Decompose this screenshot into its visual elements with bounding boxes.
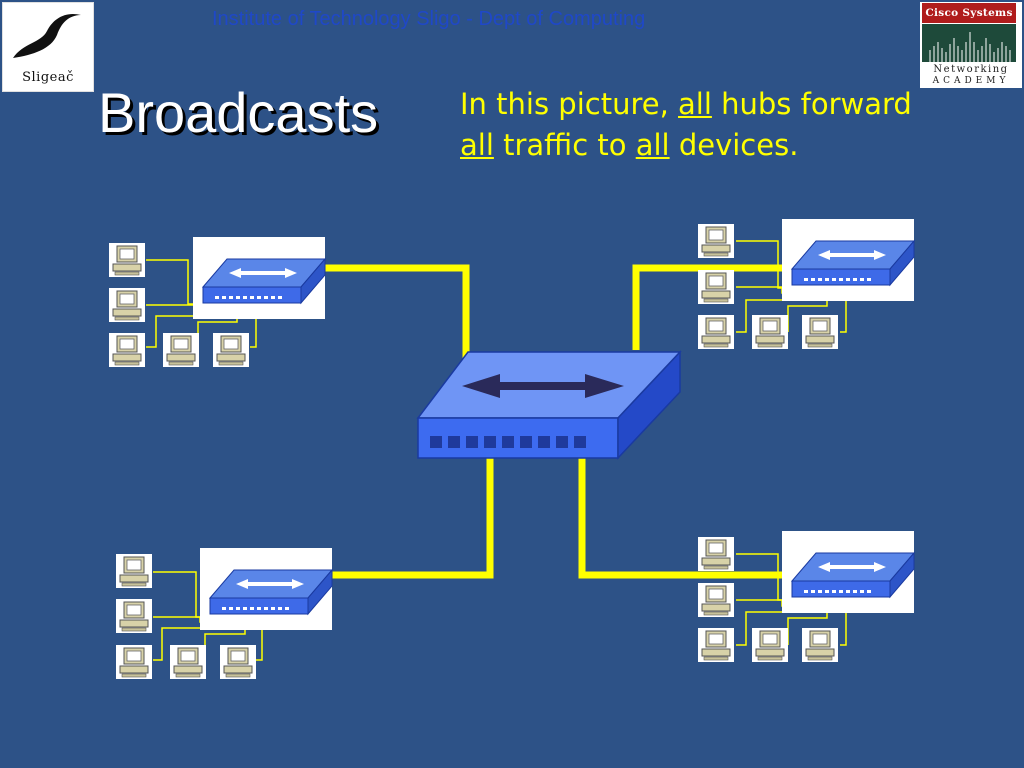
caption-part: hubs forward [711, 87, 912, 121]
central-hub [416, 350, 682, 460]
computer-icon [801, 627, 839, 663]
computer-icon [108, 287, 146, 323]
computer-icon [697, 269, 735, 305]
hub-icon [192, 236, 326, 320]
computer-icon [108, 332, 146, 368]
caption-part: traffic to [493, 128, 636, 162]
caption-emphasis: all [678, 87, 712, 121]
computer-icon [697, 314, 735, 350]
bidirectional-arrow-icon [462, 374, 624, 398]
computer-icon [115, 644, 153, 680]
cisco-logo: Cisco Systems Networking ACADEMY [920, 2, 1022, 88]
computer-icon [697, 223, 735, 259]
backbone-link [316, 264, 470, 370]
hub-icon [199, 547, 333, 631]
sligo-logo-text: Sligeač [22, 70, 74, 85]
computer-icon [697, 536, 735, 572]
cisco-logo-brand: Cisco Systems [922, 3, 1016, 23]
slide-caption: In this picture, all hubs forward all tr… [460, 84, 960, 166]
caption-part: In this picture, [460, 87, 679, 121]
sligo-logo: Sligeač [2, 2, 94, 92]
computer-icon [115, 598, 153, 634]
computer-icon [108, 242, 146, 278]
hub-cluster-bottom-left [115, 547, 333, 680]
hub-cluster-top-left [108, 236, 326, 368]
backbone-link [320, 458, 494, 579]
backbone-links [316, 264, 792, 579]
computer-icon [115, 553, 153, 589]
caption-emphasis: all [635, 128, 670, 162]
hub-cluster-top-right [697, 218, 915, 350]
backbone-link [632, 264, 792, 350]
cisco-logo-line2: ACADEMY [932, 76, 1010, 86]
cisco-bars-icon [922, 24, 1016, 62]
computer-icon [697, 582, 735, 618]
backbone-link [578, 458, 792, 579]
header-text: Institute of Technology Sligo - Dept of … [212, 8, 646, 30]
cisco-logo-line1: Networking [933, 64, 1009, 75]
computer-icon [169, 644, 207, 680]
slide-title: Broadcasts [98, 81, 379, 144]
computer-icon [751, 314, 789, 350]
computer-icon [751, 627, 789, 663]
hub-cluster-bottom-right [697, 530, 915, 663]
caption-emphasis: all [460, 128, 494, 162]
computer-icon [212, 332, 250, 368]
hub-icon [781, 530, 915, 614]
caption-part: devices. [669, 128, 799, 162]
computer-icon [219, 644, 257, 680]
computer-icon [162, 332, 200, 368]
swan-icon [13, 13, 81, 59]
computer-icon [801, 314, 839, 350]
hub-icon [781, 218, 915, 302]
computer-icon [697, 627, 735, 663]
